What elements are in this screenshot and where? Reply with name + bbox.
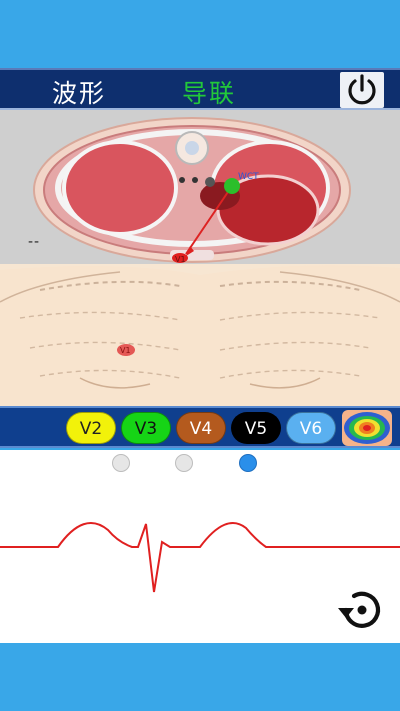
power-icon [348,74,376,105]
lead-button-label: V2 [79,419,103,439]
lead-button-label: V4 [189,419,213,439]
page-dot-2[interactable] [175,454,193,472]
replay-icon [338,591,381,628]
wct-label: WCT [238,172,259,182]
top-header: 波形 导联 [0,68,400,110]
lead-button-label: V3 [134,419,158,439]
power-button[interactable] [340,72,384,108]
tab-leads[interactable]: 导联 [182,79,237,108]
ecg-trace [0,522,400,593]
tab-waveform[interactable]: 波形 [52,79,107,108]
dash-label: -- [28,234,41,250]
v1-marker-label: V1 [175,255,186,264]
page-dot-3[interactable] [239,454,257,472]
lead-button-v6[interactable]: V6 [286,412,336,444]
waveform-panel [0,450,400,643]
lead-button-label: V6 [299,419,323,439]
lead-button-v5[interactable]: V5 [231,412,281,444]
lead-button-v4[interactable]: V4 [176,412,226,444]
page-dot-1[interactable] [112,454,130,472]
lead-button-label: V5 [244,419,268,439]
heatmap-icon [344,412,390,444]
lead-selection-bar: V2 V3 V4 V5 V6 [0,406,400,448]
lead-button-v3[interactable]: V3 [121,412,171,444]
heatmap-button[interactable] [342,410,392,446]
thorax-cross-section [0,110,400,406]
lead-button-v2[interactable]: V2 [66,412,116,444]
chest-v1-label: V1 [120,346,131,355]
anatomy-panel: WCT V1 V1 -- [0,110,400,406]
replay-button[interactable] [336,584,388,636]
